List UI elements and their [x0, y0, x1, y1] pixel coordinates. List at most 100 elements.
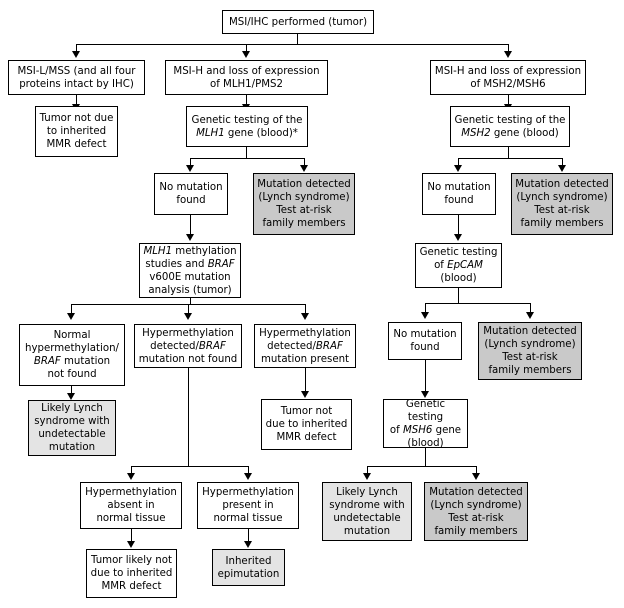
connector-msh6-bus	[367, 466, 477, 468]
gene-mlh1-label-2: MLH1	[143, 245, 173, 257]
connector-nomut-epcam-to-msh6	[425, 360, 427, 392]
msh6-line1: Genetic testing	[405, 398, 446, 423]
connector-hypernotfound-drop-left	[131, 466, 133, 474]
arrow-to-no-mutation-epcam	[421, 312, 429, 319]
arrow-to-normal-hypermethylation	[67, 313, 75, 320]
node-genetic-testing-msh2[interactable]: Genetic testing of the MSH2 gene (blood)	[450, 106, 570, 147]
node-genetic-testing-msh6[interactable]: Genetic testing of MSH6 gene (blood)	[383, 398, 468, 449]
normalhyper-line2: hypermethylation/	[25, 343, 119, 354]
connector-nomut-msh2-to-epcam	[458, 215, 460, 235]
methylation-line2: studies and BRAF	[145, 258, 234, 271]
connector-msh6-drop-left	[367, 466, 369, 474]
arrow-to-msi-h-msh2	[504, 51, 512, 58]
epcam-line2-head: of	[434, 260, 448, 271]
node-root[interactable]: MSI/IHC performed (tumor)	[222, 10, 374, 34]
connector-root-drop-right	[508, 44, 510, 53]
node-tumor-likely-not[interactable]: Tumor likely not due to inherited MMR de…	[86, 549, 177, 598]
node-hyper-absent-normal-tissue[interactable]: Hypermethylation absent in normal tissue	[80, 482, 182, 529]
node-mutation-detected-msh2[interactable]: Mutation detected (Lynch syndrome) Test …	[511, 173, 613, 235]
node-likely-lynch-1[interactable]: Likely Lynch syndrome with undetectable …	[28, 400, 116, 456]
node-genetic-testing-epcam[interactable]: Genetic testing of EpCAM (blood)	[415, 243, 502, 288]
node-hyper-present-normal-tissue[interactable]: Hypermethylation present in normal tissu…	[197, 482, 299, 529]
genetic-mlh1-line2: MLH1 gene (blood)*	[196, 127, 298, 140]
node-tumor-not-due-2[interactable]: Tumor not due to inherited MMR defect	[261, 399, 352, 450]
arrow-to-inherited-epimutation	[244, 541, 252, 548]
node-no-mutation-msh2[interactable]: No mutation found	[422, 173, 496, 215]
genetic-mlh1-line1: Genetic testing of the	[191, 114, 303, 126]
genetic-msh2-tail: gene (blood)	[490, 127, 559, 139]
epcam-line1: Genetic testing	[419, 247, 498, 258]
arrow-to-genetic-epcam	[454, 234, 462, 241]
genetic-msh2-line1: Genetic testing of the	[454, 114, 566, 126]
connector-epcam-drop-right	[530, 303, 532, 313]
hypernotfound-line2: detected/BRAF	[150, 340, 226, 353]
node-hyper-detected-braf-notfound[interactable]: Hypermethylation detected/BRAF mutation …	[134, 324, 242, 368]
node-no-mutation-mlh1[interactable]: No mutation found	[154, 173, 228, 215]
node-inherited-epimutation[interactable]: Inherited epimutation	[212, 549, 285, 586]
node-hyper-detected-braf-present[interactable]: Hypermethylation detected/BRAF mutation …	[254, 324, 356, 368]
connector-root-drop-mid	[246, 44, 248, 53]
arrow-to-msi-h-mlh1	[242, 51, 250, 58]
connector-msh6-drop-right	[476, 466, 478, 474]
node-mutation-detected-epcam[interactable]: Mutation detected (Lynch syndrome) Test …	[478, 322, 582, 380]
msh6-line3: (blood)	[407, 437, 444, 449]
hypernotfound-line3: mutation not found	[138, 353, 238, 365]
hyperpresent-line3: mutation present	[260, 353, 350, 365]
gene-braf-label-1: BRAF	[207, 258, 235, 270]
methylation-line1-tail: methylation	[172, 245, 237, 257]
epcam-line3: (blood)	[440, 273, 477, 284]
normalhyper-line1: Normal	[53, 330, 91, 341]
hyperpresent-line2: detected/BRAF	[267, 340, 343, 353]
connector-mlh1-drop-right	[304, 158, 306, 166]
connector-epcam-bus	[425, 303, 531, 305]
connector-msh2-stem	[508, 147, 510, 159]
methylation-line3: v600E mutation	[149, 271, 231, 283]
node-normal-hypermethylation[interactable]: Normal hypermethylation/ BRAF mutation n…	[19, 324, 125, 386]
arrow-to-mutation-detected-msh6	[472, 473, 480, 480]
epcam-line2: of EpCAM	[434, 259, 483, 272]
connector-msih-mlh1-to-genetic	[246, 95, 248, 106]
node-msi-h-mlh1[interactable]: MSI-H and loss of expression of MLH1/PMS…	[165, 60, 328, 95]
connector-methylation-drop-3	[305, 304, 307, 314]
msh6-line2-head: of	[389, 424, 403, 436]
genetic-mlh1-tail: gene (blood)*	[224, 127, 298, 139]
connector-mlh1-bus	[190, 158, 305, 160]
arrow-to-likely-lynch-1	[67, 393, 75, 400]
connector-msh2-drop-right	[562, 158, 564, 166]
node-mutation-detected-msh6[interactable]: Mutation detected (Lynch syndrome) Test …	[424, 482, 528, 541]
node-msi-h-msh2[interactable]: MSI-H and loss of expression of MSH2/MSH…	[430, 60, 586, 95]
gene-msh2-label: MSH2	[461, 127, 491, 139]
connector-hyperpresent-to-tumor2	[305, 368, 307, 392]
msh6-line2-tail: gene	[432, 424, 462, 436]
gene-braf-label-4: BRAF	[315, 340, 343, 352]
connector-msh2-bus	[458, 158, 563, 160]
node-genetic-testing-mlh1[interactable]: Genetic testing of the MLH1 gene (blood)…	[186, 106, 308, 147]
node-likely-lynch-2[interactable]: Likely Lynch syndrome with undetectable …	[322, 482, 412, 541]
node-mutation-detected-mlh1[interactable]: Mutation detected (Lynch syndrome) Test …	[253, 173, 355, 235]
connector-hyperabsent-to-tumorlikely	[131, 528, 133, 542]
connector-mlh1-drop-left	[190, 158, 192, 166]
methylation-line1: MLH1 methylation	[143, 245, 236, 258]
connector-epcam-stem	[458, 288, 460, 304]
connector-methylation-drop-1	[71, 304, 73, 314]
node-tumor-not-due-1[interactable]: Tumor not due to inherited MMR defect	[35, 106, 118, 157]
connector-msil-to-tumor	[76, 95, 78, 106]
connector-nomut-mlh1-to-methylation	[190, 215, 192, 235]
normalhyper-line4: not found	[47, 369, 97, 380]
node-msi-l-mss[interactable]: MSI-L/MSS (and all four proteins intact …	[8, 60, 145, 95]
node-mlh1-methylation-analysis[interactable]: MLH1 methylation studies and BRAF v600E …	[139, 243, 241, 298]
gene-epcam-label: EpCAM	[447, 260, 483, 271]
hyperpresent-line2-head: detected/	[267, 340, 316, 352]
connector-hyperpresentnormal-to-epimutation	[248, 528, 250, 542]
connector-msh6-stem	[425, 448, 427, 467]
arrow-to-genetic-msh6	[421, 391, 429, 398]
connector-methylation-stem	[190, 298, 192, 305]
connector-mlh1-stem	[246, 147, 248, 159]
methylation-line4: analysis (tumor)	[148, 284, 232, 296]
gene-mlh1-label: MLH1	[196, 127, 225, 139]
node-no-mutation-epcam[interactable]: No mutation found	[388, 322, 462, 360]
hyperpresent-line1: Hypermethylation	[259, 327, 351, 339]
connector-msih-msh2-to-genetic	[508, 95, 510, 106]
gene-msh6-label: MSH6	[402, 424, 433, 436]
